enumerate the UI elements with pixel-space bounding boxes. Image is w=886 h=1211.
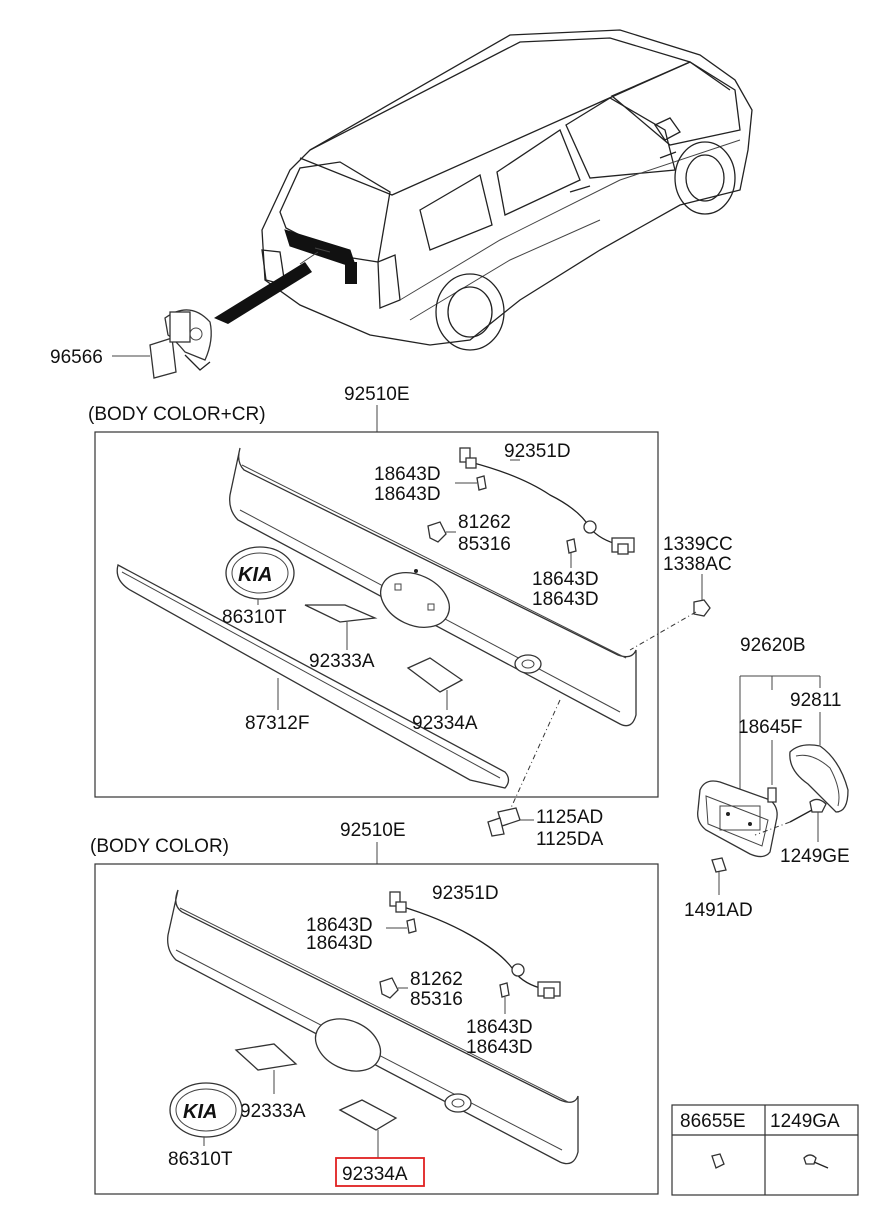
- label-92811: 92811: [790, 690, 841, 711]
- label-body-color-cr: (BODY COLOR+CR): [88, 404, 266, 425]
- part-81262-fastener-a: [427, 521, 447, 543]
- highlight-box-92334A[interactable]: [335, 1157, 425, 1187]
- label-87312F: 87312F: [245, 713, 309, 734]
- label-18645F: 18645F: [738, 717, 802, 738]
- label-92334A-a: 92334A: [412, 713, 478, 734]
- part-1491AD-nut: [711, 857, 727, 873]
- label-92333A-a: 92333A: [309, 651, 375, 672]
- label-1339CC: 1339CC: [663, 534, 733, 555]
- label-18643D-a4: 18643D: [532, 589, 599, 610]
- legend-col-86655E: 86655E: [680, 1111, 746, 1132]
- part-18645F-bulb: [767, 787, 777, 803]
- part-81262-fastener-b: [379, 977, 399, 999]
- label-85316-a: 85316: [458, 534, 511, 555]
- part-18643D-clip-a1: [476, 475, 487, 491]
- label-92620B: 92620B: [740, 635, 806, 656]
- part-92510E-garnish-cr: [229, 447, 637, 727]
- label-1491AD: 1491AD: [684, 900, 753, 921]
- screw-1249GA-icon: [803, 1154, 817, 1165]
- label-18643D-a3: 18643D: [532, 569, 599, 590]
- label-92334A-b[interactable]: 92334A: [342, 1164, 408, 1185]
- part-87312F-moulding: [116, 564, 510, 789]
- label-92510E-top: 92510E: [344, 384, 410, 405]
- label-86310T-a: 86310T: [222, 607, 287, 628]
- part-1249GE-screw: [809, 798, 827, 813]
- vehicle-illustration: [261, 29, 753, 351]
- part-86310T-emblem-a: KIA: [225, 546, 295, 600]
- label-18643D-b2: 18643D: [306, 933, 373, 954]
- label-18643D-a1: 18643D: [374, 464, 441, 485]
- part-92510E-garnish-body: [167, 889, 579, 1165]
- clip-86655E-icon: [711, 1153, 725, 1169]
- label-18643D-b4: 18643D: [466, 1037, 533, 1058]
- detail-arrow: [214, 262, 312, 324]
- legend-col-1249GA: 1249GA: [770, 1111, 840, 1132]
- part-92334A-tape-a: [406, 657, 464, 693]
- label-1249GE: 1249GE: [780, 846, 850, 867]
- label-92351D-b: 92351D: [432, 883, 499, 904]
- part-92333A-tape-b: [234, 1043, 298, 1071]
- label-85316-b: 85316: [410, 989, 463, 1010]
- part-92351D-wiring-a: [459, 447, 635, 555]
- label-body-color: (BODY COLOR): [90, 836, 229, 857]
- part-92620B-license-lamp: [697, 780, 778, 858]
- part-92333A-tape-a: [304, 604, 378, 623]
- label-18643D-b3: 18643D: [466, 1017, 533, 1038]
- part-1339CC-nut: [693, 599, 711, 617]
- label-92510E-bottom: 92510E: [340, 820, 406, 841]
- part-92811-lens: [789, 744, 849, 813]
- label-86310T-b: 86310T: [168, 1149, 233, 1170]
- label-18643D-a2: 18643D: [374, 484, 441, 505]
- emblem-text-b: KIA: [183, 1101, 217, 1123]
- label-1125DA: 1125DA: [536, 829, 604, 850]
- label-92351D-a: 92351D: [504, 441, 571, 462]
- group-box-body-color: [94, 863, 659, 1195]
- label-92333A-b: 92333A: [240, 1101, 306, 1122]
- part-18643D-clip-b2: [499, 982, 510, 998]
- label-96566: 96566: [50, 347, 103, 368]
- label-81262-b: 81262: [410, 969, 463, 990]
- label-18643D-b1: 18643D: [306, 915, 373, 936]
- part-92334A-tape-b: [338, 1099, 398, 1131]
- part-92351D-wiring-b: [389, 891, 561, 999]
- part-18643D-clip-b1: [406, 918, 417, 934]
- label-1338AC: 1338AC: [663, 554, 732, 575]
- part-86310T-emblem-b: KIA: [169, 1082, 243, 1138]
- part-1125AD-bolt: [487, 807, 521, 837]
- part-18643D-clip-a2: [566, 538, 577, 554]
- part-96566-camera: [149, 309, 212, 379]
- fastener-legend-table: 86655E 1249GA: [671, 1104, 859, 1196]
- label-81262-a: 81262: [458, 512, 511, 533]
- label-1125AD: 1125AD: [536, 807, 603, 828]
- emblem-text-a: KIA: [238, 564, 272, 586]
- group-box-body-color-cr: [94, 431, 659, 798]
